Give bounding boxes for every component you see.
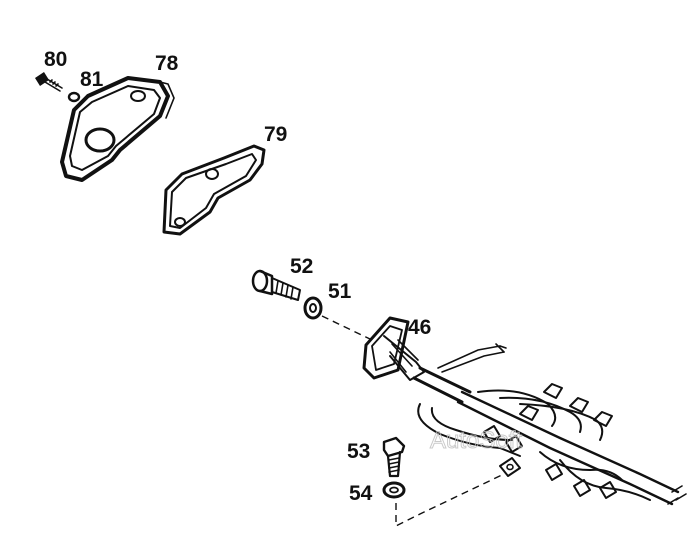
callout-52: 52 (290, 255, 313, 278)
part-52-bolt (251, 269, 301, 301)
part-53-bolt (382, 436, 406, 478)
part-51-washer (303, 296, 323, 320)
callout-46: 46 (408, 316, 431, 339)
callout-53: 53 (347, 440, 370, 463)
part-80-bolt (35, 72, 63, 92)
part-81-washer (67, 91, 81, 103)
callout-79: 79 (264, 123, 287, 146)
part-54-washer (382, 481, 406, 499)
watermark: AutoSoft (430, 427, 522, 454)
part-46-wiring-harness (362, 316, 687, 506)
alignment-line-lower (395, 473, 505, 528)
part-78-flange-plate (60, 76, 175, 182)
callout-78: 78 (155, 52, 179, 75)
callout-51: 51 (328, 280, 352, 303)
callout-81: 81 (80, 68, 104, 91)
callout-80: 80 (44, 48, 67, 71)
alignment-line-upper (321, 315, 373, 341)
callout-54: 54 (349, 482, 373, 505)
part-79-gasket (162, 144, 266, 236)
